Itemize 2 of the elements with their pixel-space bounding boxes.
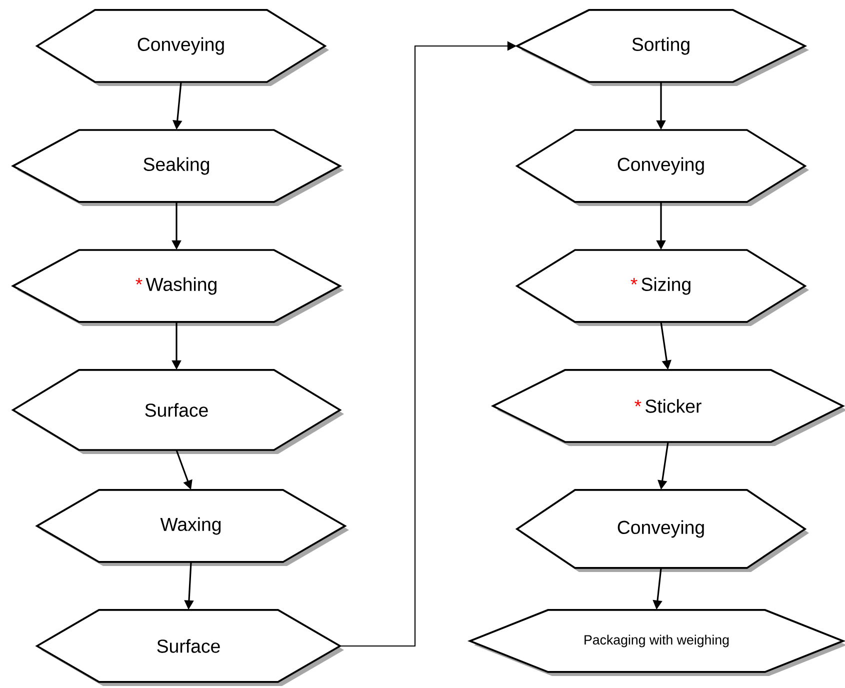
node-label: Packaging with weighing bbox=[584, 634, 729, 648]
node-label: Surface bbox=[157, 639, 220, 653]
